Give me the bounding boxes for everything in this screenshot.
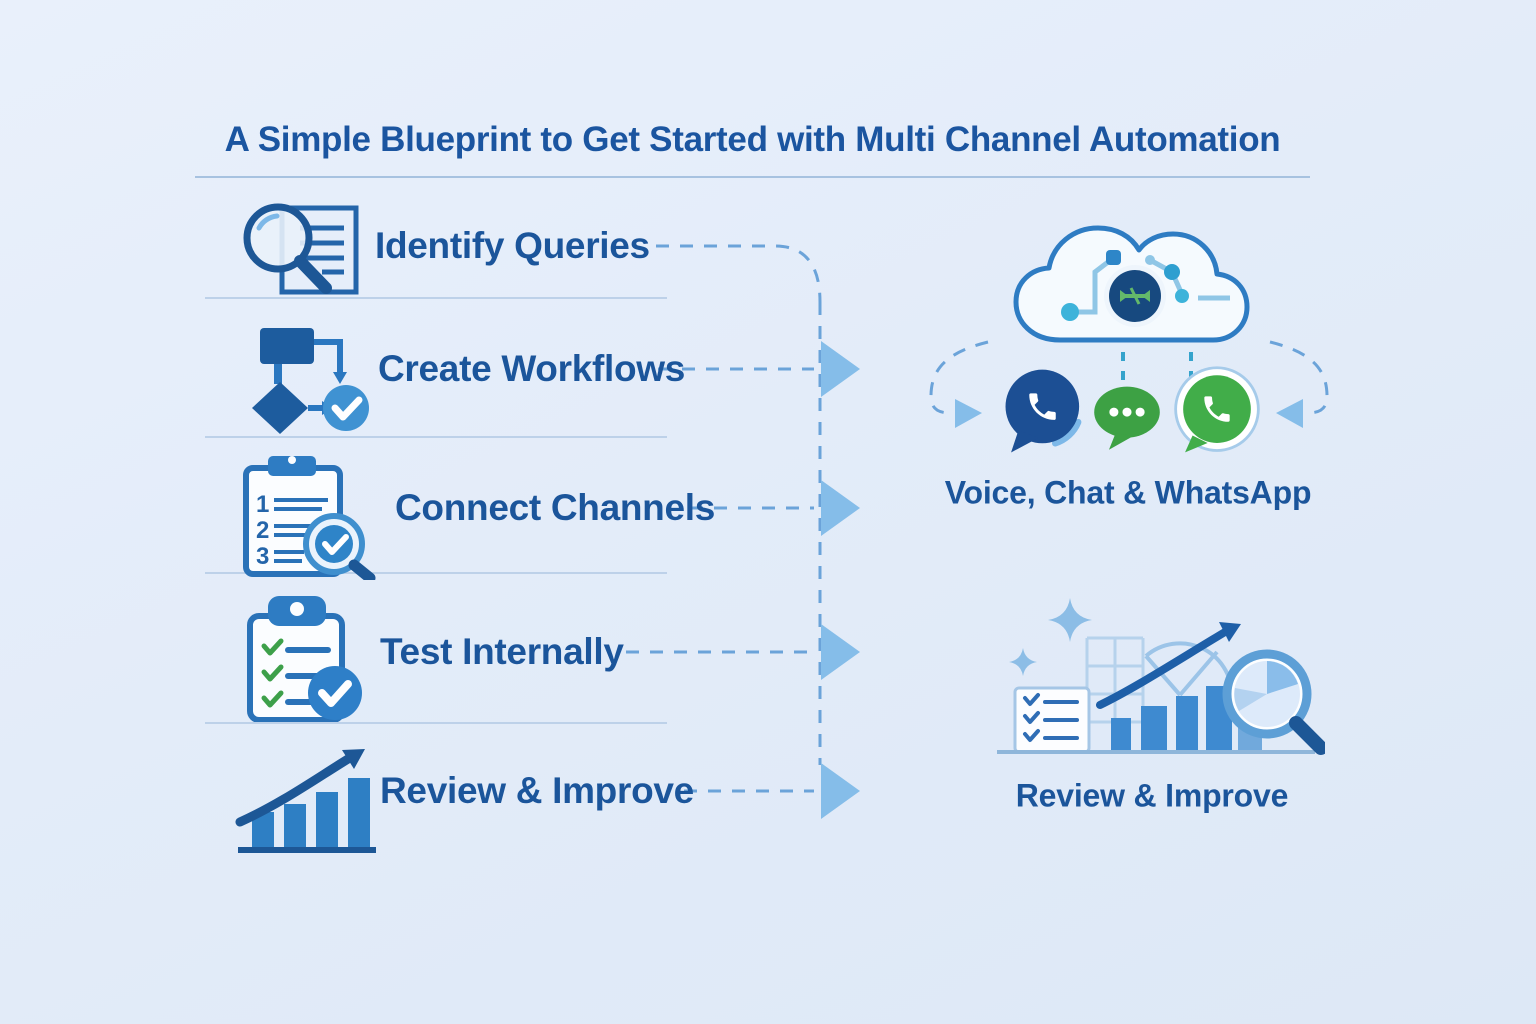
connector-hub-left (929, 340, 989, 415)
list-number-1: 1 (256, 491, 269, 518)
channels-caption: Voice, Chat & WhatsApp (944, 474, 1312, 511)
connector-step1 (656, 244, 822, 303)
arrow-step4-icon (821, 624, 860, 680)
magnifier-handle (294, 255, 332, 294)
merge-arrows-glyph (1120, 287, 1150, 305)
arrow-step3-icon (821, 480, 860, 536)
flowchart-process-box (260, 328, 314, 364)
phone-handset-glyph (1029, 393, 1056, 420)
magnifier-handle (1289, 716, 1325, 755)
checkmark (322, 534, 349, 555)
checklist-clipboard-icon (247, 596, 362, 722)
network-node (1164, 264, 1180, 280)
magnifier-document-icon (243, 203, 359, 295)
dashed-connectors (626, 244, 1329, 793)
growth-arrow (235, 754, 353, 827)
step-label-test-internally: Test Internally (380, 631, 624, 672)
review-caption: Review & Improve (1015, 777, 1289, 814)
check-circle (323, 385, 369, 431)
chat-bubble-icon (1094, 386, 1160, 450)
network-node (1175, 289, 1189, 303)
lens-highlight (256, 213, 280, 231)
growth-bar-chart-icon (235, 749, 376, 853)
flowchart-checkmark-icon (252, 328, 369, 434)
title-divider (195, 176, 1310, 178)
growth-arrow (1096, 628, 1229, 709)
whatsapp-icon (1174, 366, 1260, 453)
checkmark (318, 680, 352, 707)
connector-hub-right (1269, 340, 1329, 415)
voice-call-bubble-icon (1005, 369, 1082, 453)
typing-dots (1109, 407, 1145, 417)
arrowhead (342, 749, 365, 769)
automation-cloud-icon (1013, 225, 1250, 343)
checkmark (331, 396, 363, 421)
clipboard-clip (268, 456, 316, 476)
arrow-step2-icon (821, 341, 860, 397)
step-label-create-workflows: Create Workflows (378, 348, 686, 389)
list-number-2: 2 (256, 517, 269, 544)
flow-arrowheads (821, 341, 1303, 819)
phone-handset-glyph (1204, 396, 1230, 422)
sparkle-icon (1009, 598, 1092, 676)
row-separator (205, 297, 667, 299)
step-label-review-improve: Review & Improve (380, 770, 694, 811)
step-label-connect-channels: Connect Channels (395, 487, 716, 528)
row-separator (205, 572, 667, 574)
flowchart-decision-diamond (252, 382, 308, 434)
network-node (1106, 250, 1121, 265)
numbered-list-clipboard-icon: 1 2 3 (243, 456, 376, 580)
arrow-into-channels-left-icon (955, 399, 982, 428)
network-node (1061, 303, 1079, 321)
arrow-step5-icon (821, 763, 860, 819)
row-separator (205, 436, 667, 438)
network-node (1145, 255, 1155, 265)
page-title: A Simple Blueprint to Get Started with M… (224, 120, 1281, 159)
check-circle (315, 525, 353, 563)
cloud-drop-dashes (1121, 352, 1193, 396)
arrow-into-channels-right-icon (1276, 399, 1303, 428)
magnifier-handle (348, 559, 376, 580)
bars (252, 778, 370, 850)
list-numbers: 1 2 3 (256, 491, 269, 570)
step-label-identify-queries: Identify Queries (375, 225, 650, 266)
analytics-review-icon (997, 598, 1325, 755)
list-number-3: 3 (256, 543, 269, 570)
pie-in-lens (1234, 661, 1300, 727)
arrowhead (1219, 622, 1241, 642)
row-separator (205, 722, 667, 724)
